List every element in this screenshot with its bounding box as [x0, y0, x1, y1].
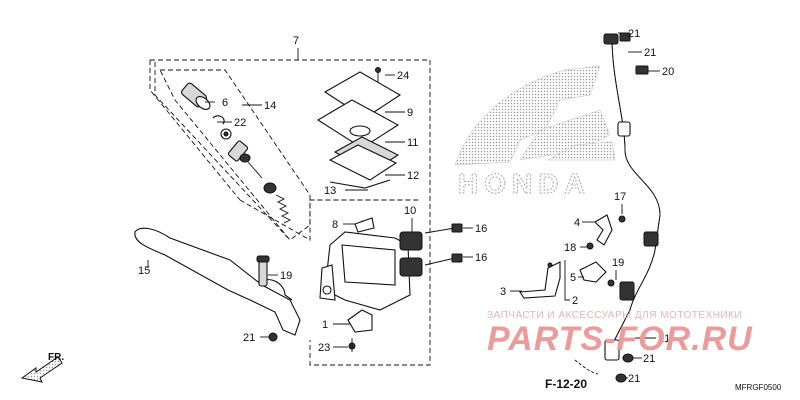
callout-16a: 16: [475, 223, 487, 235]
diagram-code: MFRGF0500: [735, 383, 782, 392]
front-direction-marker: FR.: [20, 352, 64, 383]
brake-hose-2: [603, 32, 661, 383]
callout-11: 11: [407, 137, 418, 149]
callout-17a: 17: [614, 191, 626, 203]
callout-21d: 21: [628, 373, 640, 385]
callout-21c-visible: 21: [643, 353, 655, 365]
callout-19a: 20: [662, 66, 674, 78]
piston-group-14-outline: [159, 69, 311, 241]
callout-13: 13: [324, 185, 336, 197]
callout-12: 12: [407, 170, 419, 182]
callout-2: 2: [572, 295, 578, 307]
callout-10: 10: [404, 205, 416, 217]
callout-15: 15: [138, 265, 150, 277]
front-arrow-icon: [20, 356, 63, 383]
callout-22: 22: [234, 117, 246, 129]
callout-6: 6: [222, 97, 228, 109]
callout-21b: 21: [644, 47, 656, 59]
honda-wing-logo: HONDA: [454, 65, 616, 200]
reservoir-parts: [316, 67, 402, 189]
hose-brackets: [519, 214, 626, 299]
watermark-brand: PARTS-FOR.RU: [487, 320, 753, 358]
callout-1: 1: [322, 319, 328, 331]
watermark-tagline: ЗАПЧАСТИ И АКСЕССУАРЫ ДЛЯ МОТОТЕХНИКИ: [487, 310, 742, 321]
callout-7: 7: [293, 35, 299, 47]
callout-14: 14: [264, 100, 276, 112]
callout-18: 19: [280, 270, 292, 282]
callout-24: 23: [318, 342, 330, 354]
reference-label: F-12-20: [545, 377, 587, 391]
callout-23: 24: [397, 70, 409, 82]
brake-lever-15: [134, 227, 301, 342]
honda-wordmark: HONDA: [458, 168, 591, 199]
leader-lines: [147, 32, 660, 379]
callout-9: 9: [407, 107, 413, 119]
section-reference: F-12-20: [545, 359, 599, 391]
front-label: FR.: [48, 352, 64, 363]
callout-5: 5: [570, 272, 576, 284]
callout-16b: 16: [475, 252, 487, 264]
callout-8: 8: [332, 219, 338, 231]
callout-labels: 7 6 14 22 24 9 11 12 13 8 10 16 16 15 19…: [138, 28, 674, 385]
callout-21a: 21: [628, 28, 640, 40]
callout-19b: 21: [658, 333, 670, 345]
callout-20: 21: [243, 332, 255, 344]
clamp-bolts-16: [424, 223, 463, 266]
callout-17c: 19: [612, 257, 624, 269]
callout-4: 4: [574, 217, 580, 229]
master-cylinder-body: [319, 217, 423, 352]
callout-3: 3: [500, 286, 506, 298]
callout-17b: 18: [564, 242, 576, 254]
watermark: ЗАПЧАСТИ И АКСЕССУАРЫ ДЛЯ МОТОТЕХНИКИ PA…: [487, 310, 753, 358]
